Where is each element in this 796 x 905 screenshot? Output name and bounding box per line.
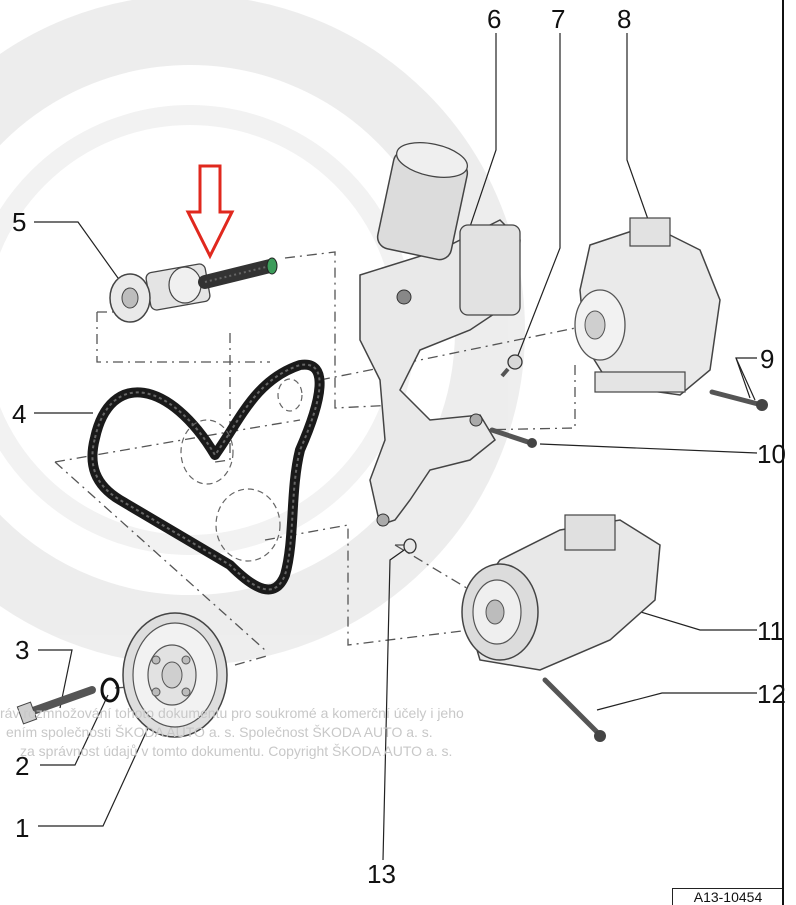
callout-10: 10	[757, 439, 786, 469]
crankshaft-pulley	[122, 612, 228, 738]
belt-tensioner	[109, 257, 278, 323]
callout-13: 13	[367, 859, 396, 889]
callout-11: 11	[757, 616, 784, 646]
callout-8: 8	[617, 4, 632, 34]
alternator	[574, 217, 721, 396]
pulley-outlines	[180, 378, 303, 562]
callout-3: 3	[15, 635, 30, 665]
watermark-text-line-1: ráv rozmnožování tohoto dokumentu pro so…	[0, 705, 464, 721]
callout-6: 6	[487, 4, 502, 34]
watermark-text-line-2: ením společnosti ŠKODA AUTO a. s. Společ…	[6, 724, 433, 740]
screw-7	[500, 354, 523, 378]
alternator-bolt	[709, 389, 768, 411]
callout-5: 5	[12, 207, 27, 237]
dowel-sleeve	[403, 538, 417, 554]
o-ring	[100, 677, 120, 703]
guide-lines	[54, 251, 586, 689]
page-border	[782, 0, 784, 905]
callout-12: 12	[757, 679, 786, 709]
callout-9: 9	[760, 344, 775, 374]
watermark-text-line-3: za správnost údajů v tomto dokumentu. Co…	[20, 743, 453, 759]
callout-7: 7	[551, 4, 566, 34]
ac-compressor	[461, 514, 661, 671]
highlight-arrow	[185, 164, 235, 260]
poly-v-belt	[87, 359, 325, 595]
oil-filter-bracket	[359, 142, 521, 527]
callout-1: 1	[15, 813, 30, 843]
compressor-bolt	[542, 677, 606, 742]
figure-id-label: A13-10454	[672, 888, 784, 905]
leader-lines	[34, 33, 758, 861]
callout-4: 4	[12, 399, 27, 429]
pulley-bolt	[16, 686, 96, 725]
callout-2: 2	[15, 751, 30, 781]
bracket-bolt	[489, 427, 537, 448]
